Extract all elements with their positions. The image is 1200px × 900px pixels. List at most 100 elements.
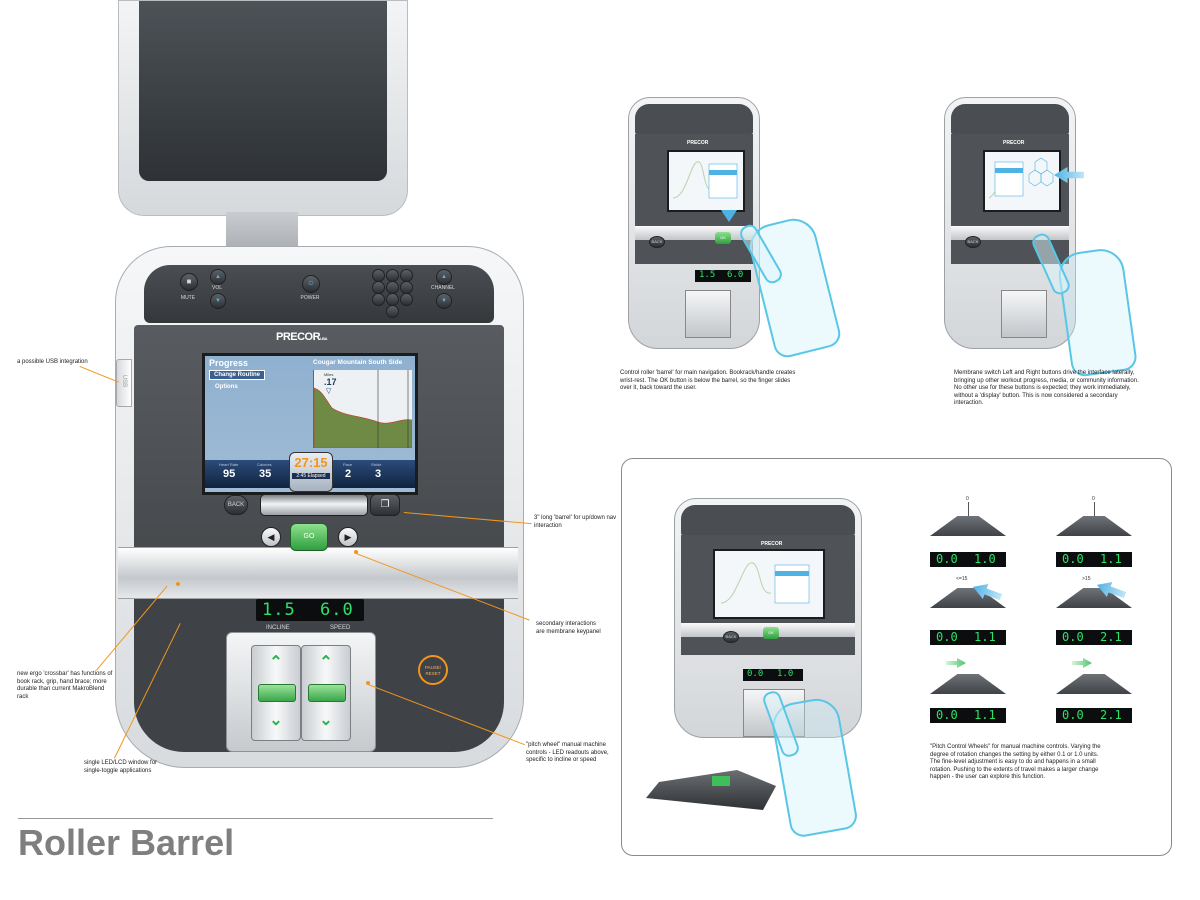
usb-label: USB <box>121 374 128 388</box>
speed-label: SPEED <box>330 625 351 631</box>
mini-screen-graph <box>720 562 810 604</box>
chevron-up-icon: ⌃ <box>269 654 283 671</box>
power-button[interactable]: ⏻ <box>302 275 320 293</box>
rotation-note: >15 <box>1082 576 1091 582</box>
menu-options[interactable]: Options <box>215 384 238 390</box>
display-toggle-icon[interactable]: ❐ <box>370 494 400 516</box>
roller-nav-annotation: Control roller 'barrel' for main navigat… <box>620 370 796 391</box>
mini-console-membrane-wrap: PRECOR BACK <box>944 97 1140 349</box>
channel-up-button[interactable]: ▲ <box>436 269 452 285</box>
menu-change-routine[interactable]: Change Routine <box>209 370 265 380</box>
incline-value: 1.5 <box>262 600 296 620</box>
mute-button[interactable]: ◼ <box>180 273 198 291</box>
chevron-down-icon: ⌄ <box>269 712 283 729</box>
elapsed-value: 2:45 Elapsed <box>292 473 330 479</box>
workout-timer: 27:15 2:45 Elapsed <box>289 452 333 492</box>
timer-value: 27:15 <box>294 455 328 470</box>
chevron-down-icon: ⌄ <box>319 712 333 729</box>
stat-label: Calories <box>257 462 272 467</box>
membrane-switch-annotation: Membrane switch Left and Right buttons d… <box>954 370 1139 406</box>
go-button[interactable]: GO <box>290 523 328 551</box>
pitch-control-panel <box>621 458 1172 856</box>
mini-console-pitch: PRECOR BACK OK 0.0 1.0 <box>674 498 862 738</box>
vol-down-button[interactable]: ▼ <box>210 293 226 309</box>
title-rule <box>18 818 493 819</box>
return-arrow-icon <box>946 658 966 668</box>
usb-annotation: a possible USB integration <box>17 359 88 365</box>
brand-logo: PRECORUSA <box>276 331 328 343</box>
speed-pitch-wheel[interactable]: ⌃ ⌄ <box>301 645 351 741</box>
mini-incline-value: 1.5 <box>699 270 716 280</box>
mini-speed-value: 1.0 <box>777 669 794 679</box>
mini-brand: PRECOR <box>1003 140 1025 146</box>
mini-console-membrane: PRECOR BACK <box>944 97 1076 349</box>
touch-screen[interactable]: Progress Cougar Mountain South Side Chan… <box>202 353 418 495</box>
channel-numpad[interactable] <box>370 269 426 318</box>
pause-reset-button[interactable]: PAUSE/ RESET <box>418 655 448 685</box>
mini-pitch-pad[interactable] <box>1001 290 1047 338</box>
mini-back-button[interactable]: BACK <box>723 631 739 643</box>
rotation-note: <=15 <box>956 576 968 582</box>
mini-keybar <box>635 104 753 134</box>
mini-incline-value: 0.0 <box>747 669 764 679</box>
incline-runner-icon <box>258 684 296 702</box>
pitch-wheel-runner-icon <box>712 776 730 786</box>
membrane-dot <box>354 550 358 554</box>
mini-screen <box>713 549 825 619</box>
pitch-wheel-pad: ⌃ ⌄ ⌃ ⌄ <box>226 632 376 752</box>
pitch-control-annotation: "Pitch Control Wheels" for manual machin… <box>930 744 1101 780</box>
route-name: Cougar Mountain South Side <box>313 359 403 366</box>
center-line <box>968 502 969 526</box>
speed-runner-icon <box>308 684 346 702</box>
mini-ok-button[interactable]: OK <box>715 232 731 244</box>
mini-back-button[interactable]: BACK <box>649 236 665 248</box>
stat-label: Heart Rate <box>219 462 239 467</box>
wheel-shape <box>930 516 1006 536</box>
calories-value: 35 <box>259 468 272 480</box>
console-body: USB ◼ MUTE ▲ VOL ▼ ⏻ POWER ▲ CHANNEL ▼ P… <box>115 246 524 768</box>
page-title: Roller Barrel <box>18 822 235 863</box>
monitor-neck <box>226 212 298 252</box>
left-arrow-button[interactable]: ◀ <box>261 527 281 547</box>
stats-bar: Heart Rate 95 Calories 35 Pace 2 Stride … <box>205 452 415 492</box>
barrel-annotation: 3" long 'barrel' for up/down nav interac… <box>534 515 617 529</box>
channel-down-button[interactable]: ▼ <box>436 293 452 309</box>
zero-label: 0 <box>966 496 969 502</box>
back-button[interactable]: BACK <box>224 495 248 515</box>
pitch-wheel-annotation: "pitch wheel" manual machine controls - … <box>526 742 609 763</box>
heart-rate-value: 95 <box>223 468 236 480</box>
top-keypad: ◼ MUTE ▲ VOL ▼ ⏻ POWER ▲ CHANNEL ▼ <box>144 265 494 323</box>
roller-barrel[interactable] <box>260 494 368 516</box>
vol-up-button[interactable]: ▲ <box>210 269 226 285</box>
mini-screen <box>667 150 745 212</box>
zero-label: 0 <box>1092 496 1095 502</box>
mini-screen <box>983 150 1061 212</box>
mute-label: MUTE <box>180 295 196 301</box>
membrane-annotation: secondary interactions are membrane keyp… <box>536 621 601 635</box>
mini-screen-graph <box>672 161 738 199</box>
monitor-screen <box>139 1 387 181</box>
stat-label: Stride <box>371 462 382 467</box>
miles-value: .17 <box>324 377 337 387</box>
elevation-chart: Miles .17 ▽ <box>313 370 412 448</box>
led-window: 1.5 6.0 <box>256 599 364 621</box>
stat-label: Pace <box>343 462 353 467</box>
miles-label: Miles <box>324 372 334 377</box>
right-arrow-button[interactable]: ▶ <box>338 527 358 547</box>
mini-pitch-pad[interactable] <box>685 290 731 338</box>
usb-port[interactable]: USB <box>116 359 132 407</box>
mini-screen-graph <box>988 157 1054 199</box>
incline-pitch-wheel[interactable]: ⌃ ⌄ <box>251 645 301 741</box>
screen-title: Progress <box>209 358 249 368</box>
position-marker-icon: ▽ <box>326 388 332 395</box>
mini-brand: PRECOR <box>687 140 709 146</box>
mini-back-button[interactable]: BACK <box>965 236 981 248</box>
mini-led: 0.0 1.0 <box>743 669 803 681</box>
channel-label: CHANNEL <box>431 285 455 291</box>
mini-ok-button[interactable]: OK <box>763 627 779 639</box>
